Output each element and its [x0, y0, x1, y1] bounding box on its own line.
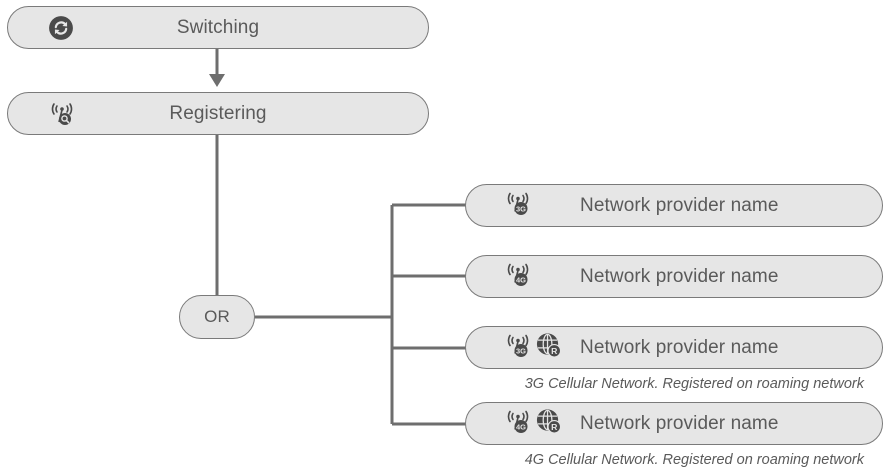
network-option-4g: 4G Network provider name [465, 255, 883, 298]
roaming-globe-icon: R [535, 408, 562, 440]
svg-text:R: R [551, 346, 558, 356]
badge-text: 3G [516, 204, 526, 213]
or-node: OR [179, 295, 255, 339]
cellular-searching-icon [48, 100, 76, 128]
badge-text: 3G [516, 346, 526, 355]
cellular-3g-icon: 3G [504, 331, 532, 364]
network-option-3g-roaming: 3G R Network provider name [465, 326, 883, 369]
network-provider-name: Network provider name [580, 336, 779, 358]
roaming-globe-icon: R [535, 332, 562, 364]
registering-step: Registering [7, 92, 429, 135]
network-provider-name: Network provider name [580, 265, 779, 287]
sync-icon [48, 15, 74, 41]
network-provider-name: Network provider name [580, 194, 779, 216]
svg-text:R: R [551, 422, 558, 432]
cellular-4g-icon: 4G [504, 407, 532, 440]
arrowhead-icon [209, 74, 225, 87]
cellular-3g-icon: 3G [504, 189, 532, 222]
network-provider-name: Network provider name [580, 412, 779, 434]
switching-step: Switching [7, 6, 429, 49]
network-caption: 3G Cellular Network. Registered on roami… [524, 376, 864, 392]
network-option-4g-roaming: 4G R Network provider name [465, 402, 883, 445]
network-caption: 4G Cellular Network. Registered on roami… [524, 452, 864, 468]
network-option-3g: 3G Network provider name [465, 184, 883, 227]
badge-text: 4G [516, 422, 526, 431]
badge-text: 4G [516, 275, 526, 284]
or-label: OR [204, 307, 230, 326]
cellular-4g-icon: 4G [504, 260, 532, 293]
